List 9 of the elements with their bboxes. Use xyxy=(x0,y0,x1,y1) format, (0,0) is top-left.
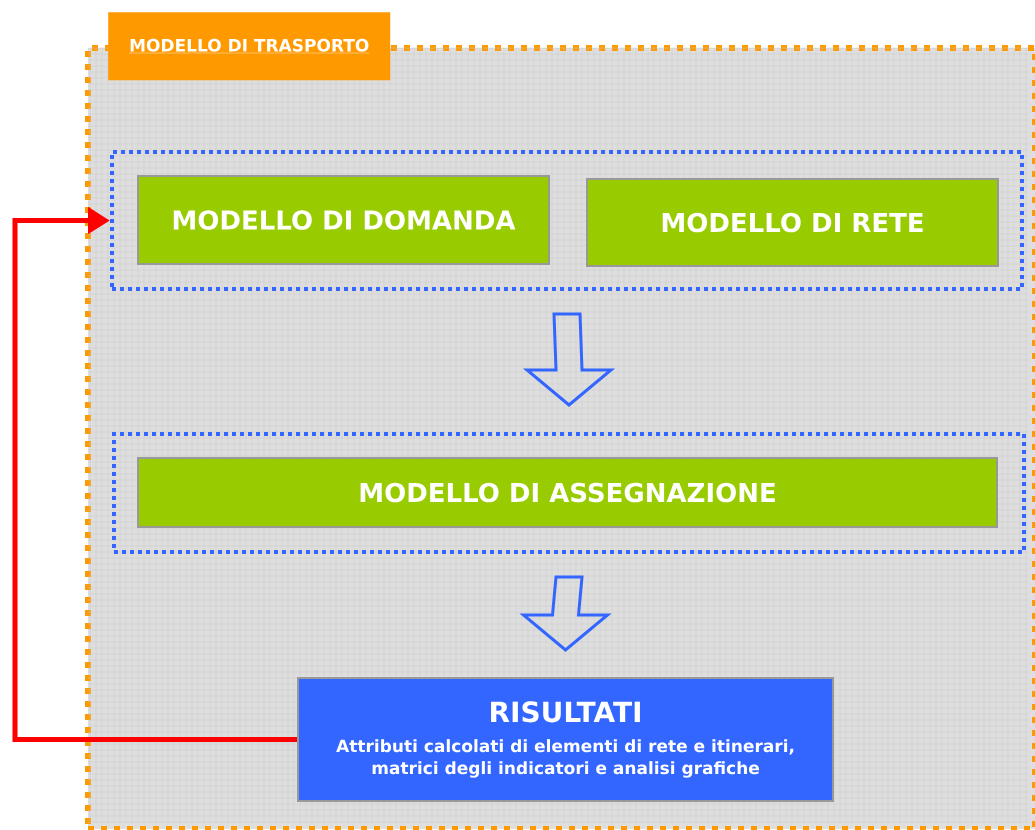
group-box xyxy=(112,432,1026,554)
result-box: RISULTATI Attributi calcolati di elementi di rete e itinerari, matrici degli indicatori e analisi grafiche xyxy=(297,677,834,802)
process-box: MODELLO DI RETE xyxy=(586,178,999,267)
block-arrow xyxy=(522,312,616,407)
block-arrow xyxy=(519,575,612,652)
group-box xyxy=(110,150,1024,291)
process-box: MODELLO DI ASSEGNAZIONE xyxy=(137,457,998,528)
process-box: MODELLO DI DOMANDA xyxy=(137,175,550,265)
feedback-arrow xyxy=(12,206,297,742)
